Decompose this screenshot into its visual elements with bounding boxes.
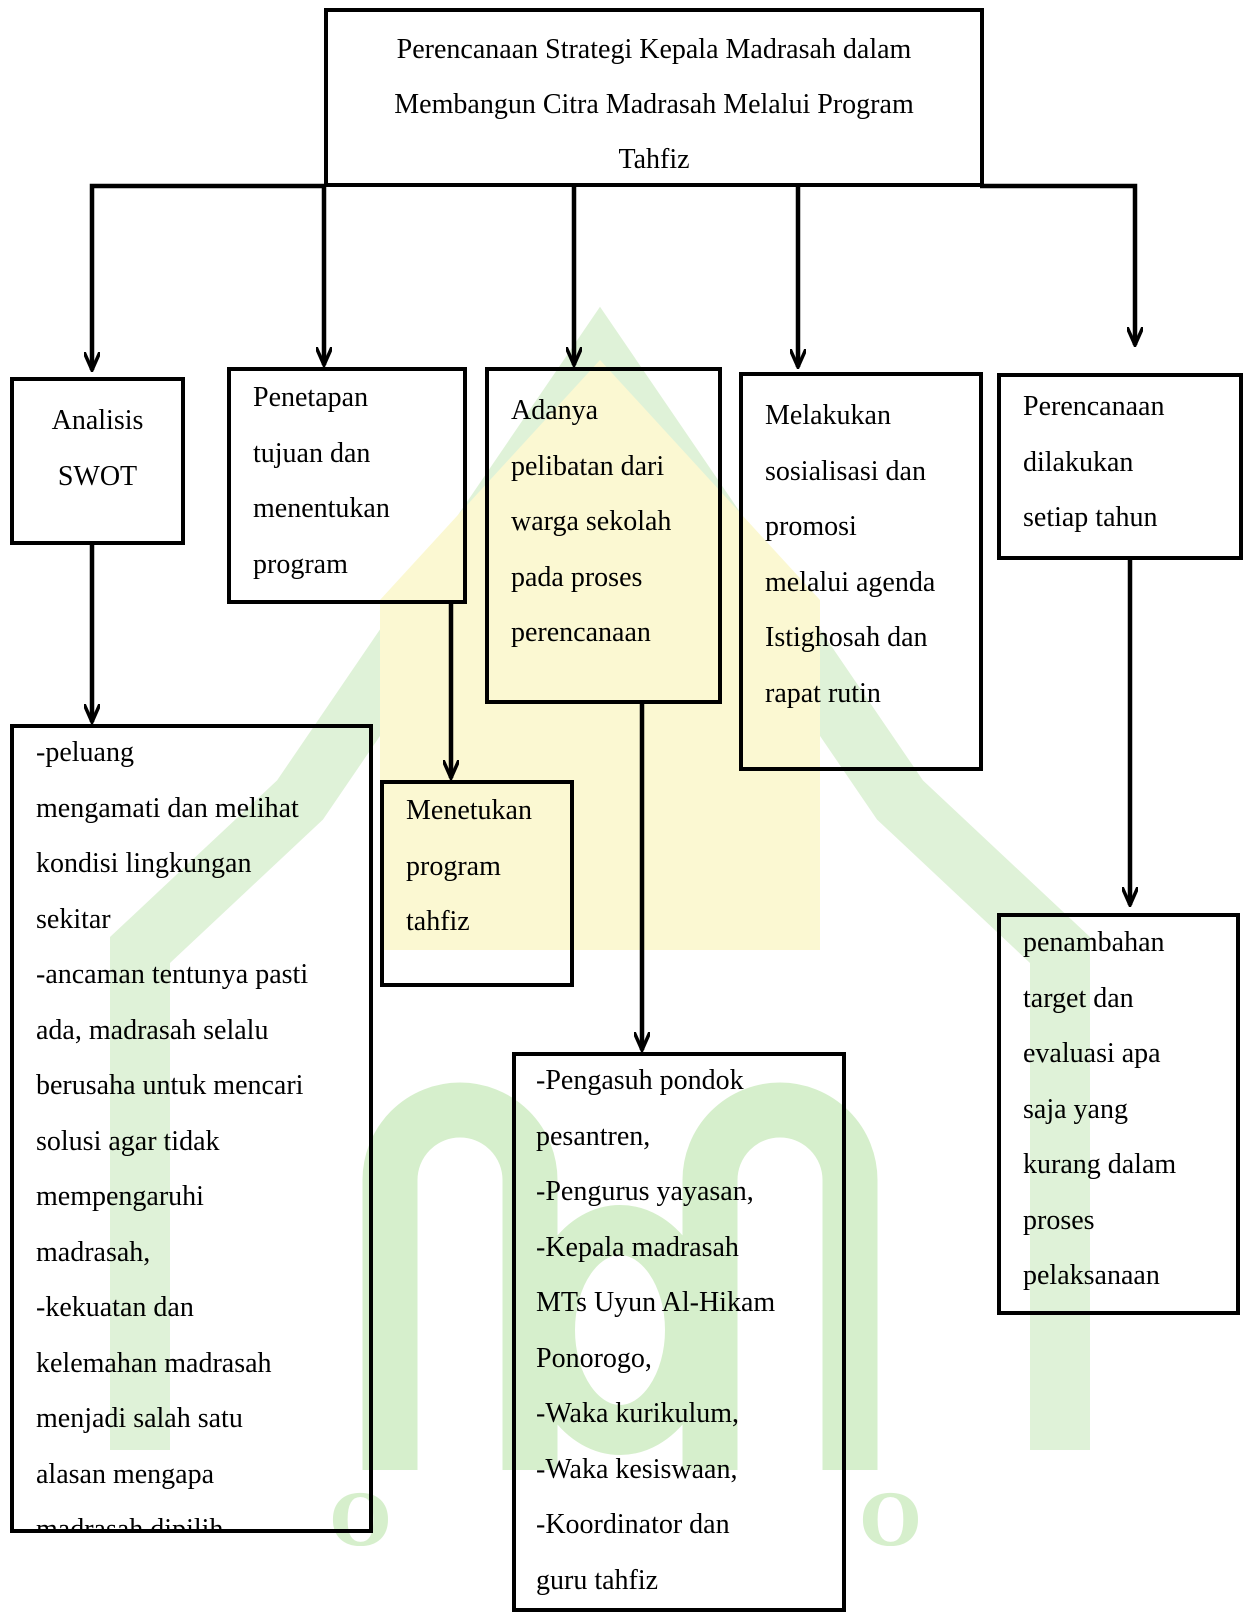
- detail-involved-text: -Pengasuh pondok pesantren, -Pengurus ya…: [536, 1065, 776, 1596]
- detail-involved-parties: -Pengasuh pondok pesantren, -Pengurus ya…: [512, 1052, 846, 1612]
- node-goal-setting: Penetapan tujuan dan menentukan program: [227, 367, 467, 604]
- root-title: Perencanaan Strategi Kepala Madrasah dal…: [394, 34, 914, 175]
- arrow-to-swot: [92, 183, 324, 370]
- node-swot-analysis: Analisis SWOT: [10, 377, 185, 545]
- detail-yearly: penambahan target dan evaluasi apa saja …: [997, 913, 1240, 1315]
- node-involvement-label: Adanya pelibatan dari warga sekolah pada…: [511, 395, 672, 648]
- root-node: Perencanaan Strategi Kepala Madrasah dal…: [324, 8, 984, 187]
- detail-yearly-text: penambahan target dan evaluasi apa saja …: [1023, 927, 1177, 1291]
- node-yearly-planning: Perencanaan dilakukan setiap tahun: [997, 373, 1243, 560]
- node-socialization-label: Melakukan sosialisasi dan promosi melalu…: [765, 400, 936, 709]
- svg-text:O: O: [330, 1479, 391, 1562]
- detail-program-text: Menetukan program tahfiz: [406, 795, 532, 937]
- node-swot-label: Analisis SWOT: [51, 405, 144, 492]
- node-school-involvement: Adanya pelibatan dari warga sekolah pada…: [485, 367, 722, 704]
- arrow-to-tahunan: [980, 183, 1135, 345]
- node-yearly-label: Perencanaan dilakukan setiap tahun: [1023, 391, 1165, 533]
- node-goal-label: Penetapan tujuan dan menentukan program: [253, 382, 390, 580]
- svg-text:O: O: [860, 1479, 921, 1562]
- node-socialization: Melakukan sosialisasi dan promosi melalu…: [739, 372, 983, 771]
- detail-program: Menetukan program tahfiz: [380, 780, 574, 987]
- detail-swot-text: -peluang mengamati dan melihat kondisi l…: [36, 737, 309, 1533]
- detail-swot: -peluang mengamati dan melihat kondisi l…: [10, 724, 373, 1533]
